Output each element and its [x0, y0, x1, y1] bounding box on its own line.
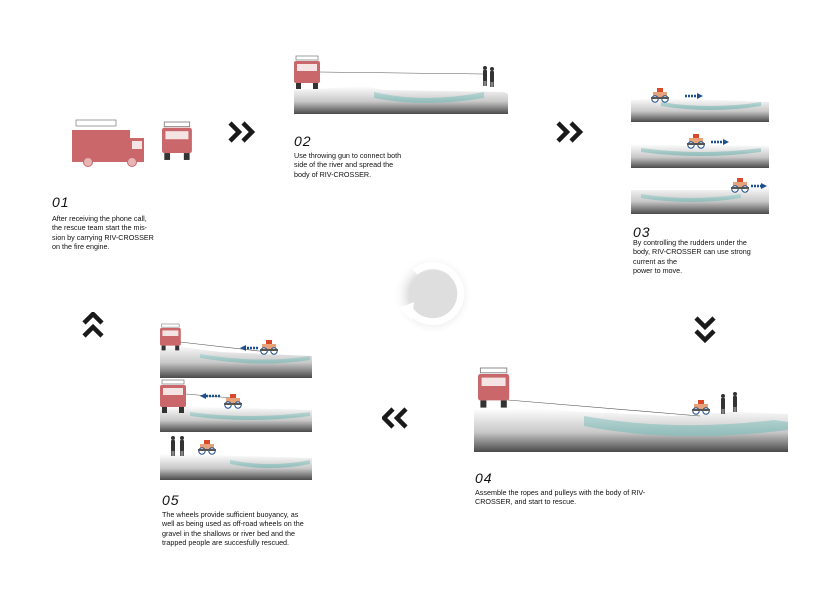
fire-engine-icon	[72, 119, 193, 167]
chevron-down-icon	[694, 316, 718, 346]
step-04-number: 04	[475, 470, 493, 486]
step-03-description: By controlling the rudders under the bod…	[633, 238, 751, 276]
step-05-description: The wheels provide sufficient buoyancy, …	[162, 510, 304, 548]
step-03-illustration	[631, 82, 769, 216]
step-04-description: Assemble the ropes and pulleys with the …	[475, 488, 646, 507]
chevron-right-icon	[228, 121, 260, 143]
chevron-right-icon	[556, 121, 588, 143]
step-05-illustration	[160, 322, 312, 482]
step-02-number: 02	[294, 133, 312, 149]
chevron-left-icon	[382, 407, 414, 429]
step-01-number: 01	[52, 194, 70, 210]
chevron-up-icon	[82, 312, 106, 342]
step-03-number: 03	[633, 224, 651, 240]
step-05-number: 05	[162, 492, 180, 508]
step-01-description: After receiving the phone call, the resc…	[52, 214, 154, 252]
step-02-illustration	[294, 52, 508, 116]
step-01-illustration	[68, 118, 198, 174]
step-02-description: Use throwing gun to connect both side of…	[294, 151, 402, 179]
cycle-arrow-icon	[388, 250, 478, 340]
step-04-illustration	[474, 360, 788, 454]
